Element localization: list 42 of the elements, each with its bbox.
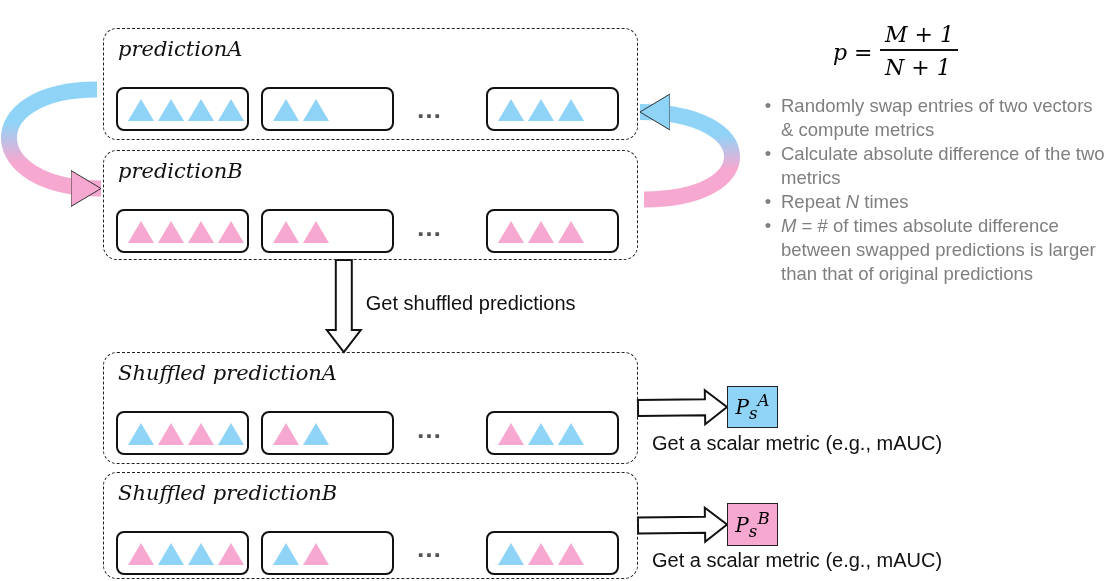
- bullet-mark: •: [763, 190, 773, 214]
- vector-box: [116, 531, 249, 575]
- dashed-group-box: [103, 352, 638, 464]
- caption-text: Get a scalar metric (e.g., mAUC): [652, 549, 943, 572]
- vector-box: [486, 87, 619, 131]
- vector-box: [116, 87, 249, 131]
- edge-label: Get shuffled predictions: [363, 292, 578, 315]
- vector-box: [261, 411, 394, 455]
- caption-text: Get a scalar metric (e.g., mAUC): [652, 432, 943, 455]
- formula-text: p =: [833, 40, 873, 65]
- ellipsis: …: [416, 94, 442, 125]
- vector-box: [486, 209, 619, 253]
- group-title: Shuffled predictionA: [118, 361, 337, 385]
- vector-box: [261, 531, 394, 575]
- vector-box: [261, 87, 394, 131]
- bullet-mark: •: [763, 142, 773, 166]
- curved-arrow: [1, 81, 102, 205]
- bullet-text: Randomly swap entries of two vectors & compute metrics: [781, 94, 1094, 142]
- dashed-group-box: [103, 28, 638, 140]
- bullet-mark: •: [763, 214, 773, 238]
- fraction-denominator: N + 1: [885, 55, 951, 80]
- vector-box: [116, 411, 249, 455]
- fraction-numerator: M + 1: [885, 22, 954, 47]
- ellipsis: …: [416, 212, 442, 243]
- vector-box: [116, 209, 249, 253]
- vector-box: [261, 209, 394, 253]
- ellipsis: …: [416, 414, 442, 445]
- bullet-text: Repeat N times: [781, 190, 909, 214]
- block-arrow: [636, 505, 729, 544]
- curved-arrow: [639, 95, 740, 208]
- dashed-group-box: [103, 150, 638, 260]
- bullet-mark: •: [763, 94, 773, 118]
- group-title: Shuffled predictionB: [118, 481, 338, 505]
- dashed-group-box: [103, 472, 638, 579]
- block-arrow: [636, 388, 729, 427]
- block-arrow: [324, 259, 363, 354]
- vector-box: [486, 411, 619, 455]
- group-title: predictionB: [118, 159, 243, 183]
- group-title: predictionA: [118, 37, 243, 61]
- bullet-text: M = # of times absolute difference between swapped predictions is larger than that of original predictions: [781, 214, 1097, 286]
- vector-box: [486, 531, 619, 575]
- ellipsis: …: [416, 533, 442, 564]
